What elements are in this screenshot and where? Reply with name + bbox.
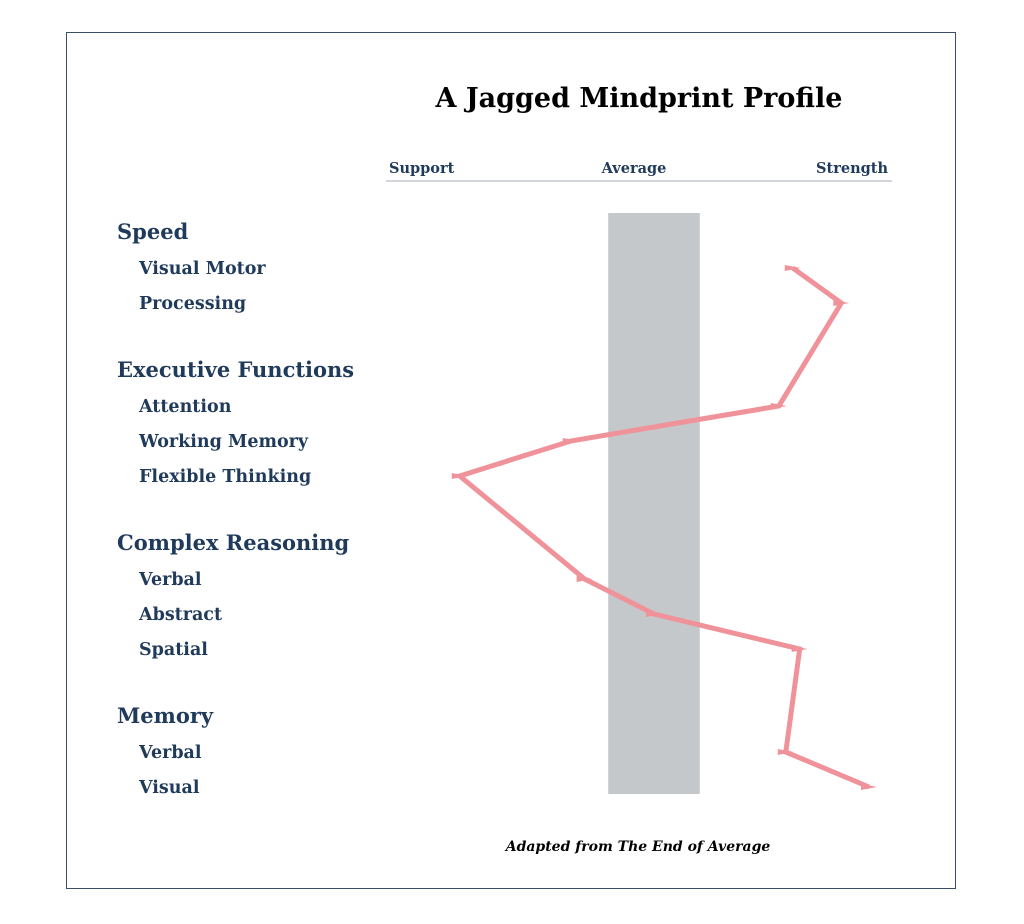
item-label: Working Memory bbox=[138, 432, 309, 452]
data-point bbox=[777, 749, 794, 755]
item-label: Abstract bbox=[138, 605, 222, 625]
group-label: Memory bbox=[117, 703, 214, 728]
item-label: Flexible Thinking bbox=[139, 467, 311, 487]
profile-line bbox=[454, 265, 871, 790]
scale-label-support: Support bbox=[389, 160, 455, 177]
item-label: Spatial bbox=[139, 640, 208, 660]
data-point bbox=[562, 438, 579, 444]
item-label: Visual bbox=[138, 778, 200, 798]
chart-title: A Jagged Mindprint Profile bbox=[435, 83, 843, 114]
item-label: Processing bbox=[139, 294, 246, 314]
chart-frame bbox=[66, 32, 956, 889]
group-label: Complex Reasoning bbox=[117, 530, 350, 555]
scale-label-strength: Strength bbox=[816, 160, 888, 177]
item-label: Verbal bbox=[138, 743, 202, 763]
chart-caption: Adapted from The End of Average bbox=[504, 839, 771, 855]
data-point bbox=[833, 300, 850, 306]
group-label: Speed bbox=[117, 219, 189, 244]
data-point bbox=[770, 403, 787, 409]
group-label: Executive Functions bbox=[117, 357, 354, 382]
item-label: Verbal bbox=[138, 570, 202, 590]
item-label: Visual Motor bbox=[138, 259, 266, 279]
data-point bbox=[646, 611, 662, 617]
scale-label-average: Average bbox=[601, 160, 667, 177]
item-label: Attention bbox=[138, 397, 232, 417]
data-point bbox=[791, 646, 808, 652]
average-band bbox=[608, 213, 700, 794]
data-point bbox=[576, 576, 593, 582]
data-point bbox=[451, 473, 468, 479]
data-point bbox=[861, 784, 878, 790]
data-point bbox=[784, 265, 801, 271]
